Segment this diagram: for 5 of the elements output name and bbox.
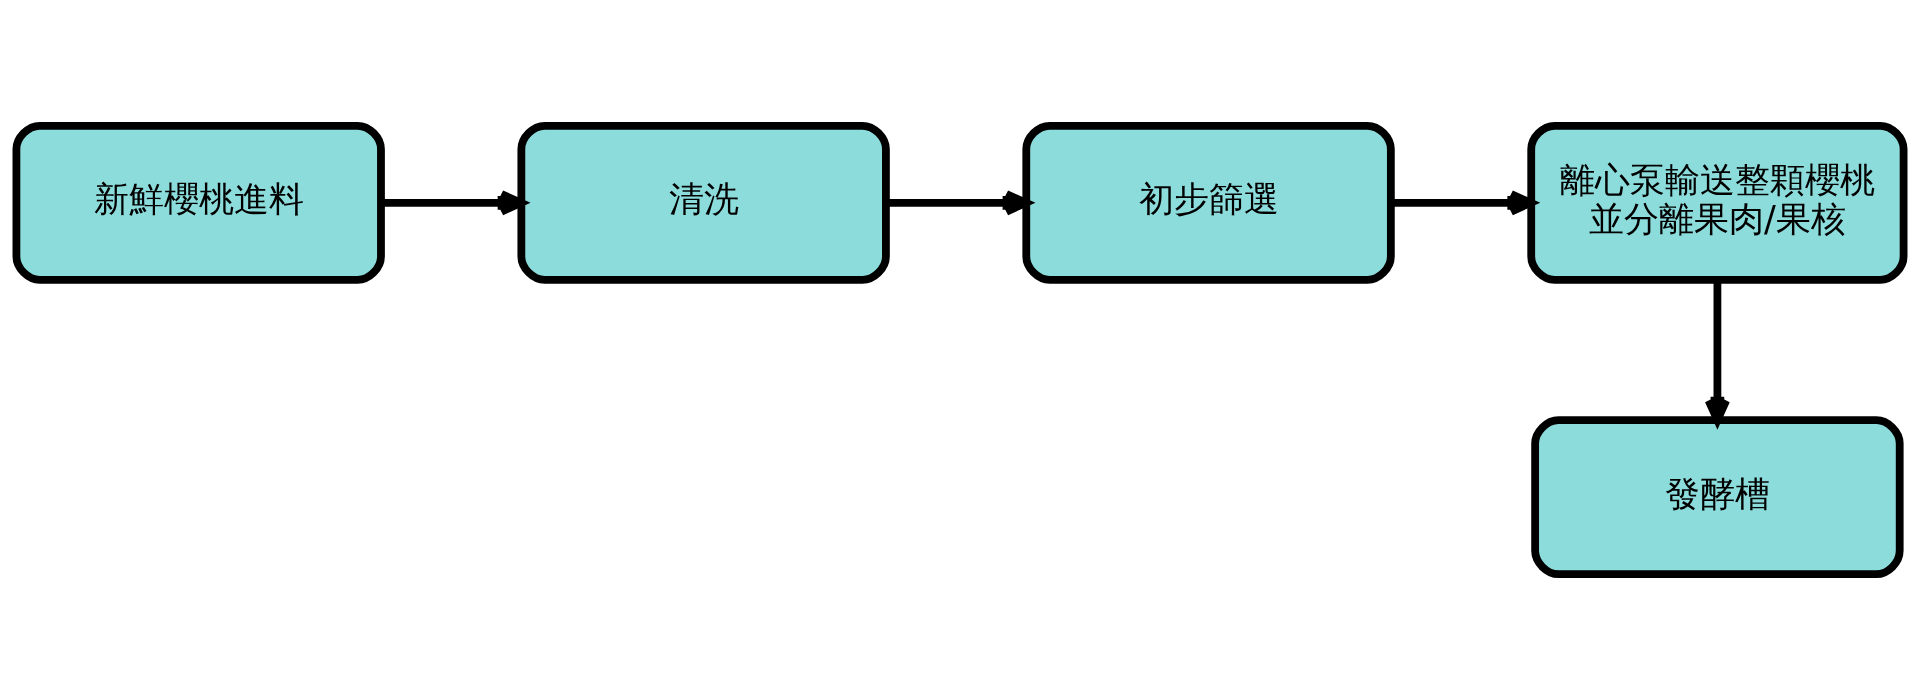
node-box: 發酵槽 bbox=[1531, 416, 1904, 579]
node-box: 新鮮櫻桃進料 bbox=[12, 121, 385, 284]
node-box: 離心泵輸送整顆櫻桃並分離果肉/果核 bbox=[1527, 121, 1908, 284]
node-box: 初步篩選 bbox=[1022, 121, 1395, 284]
node-box: 清洗 bbox=[517, 121, 890, 284]
